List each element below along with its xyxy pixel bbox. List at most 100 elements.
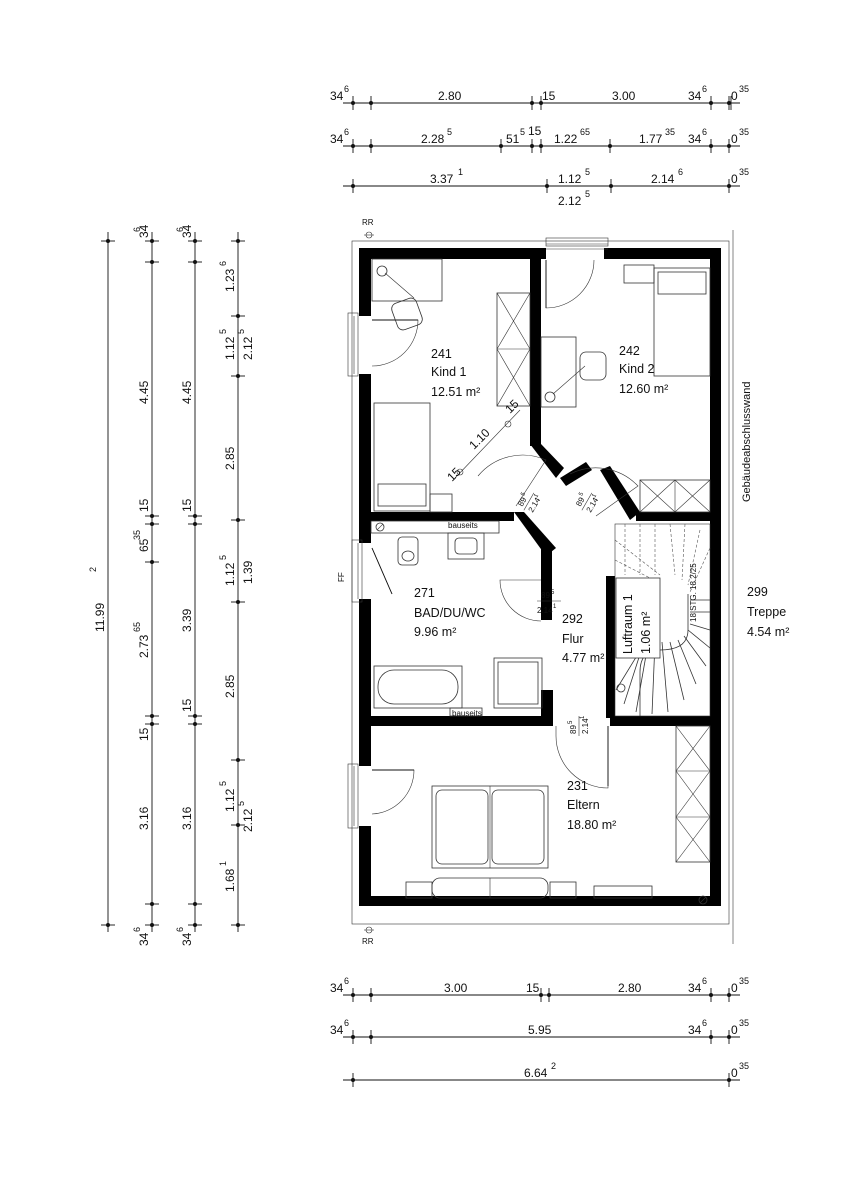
room-flur-name: Flur <box>562 632 584 646</box>
dim-bot1-d: 2.80 <box>618 981 642 995</box>
dim-bot1-a-sup: 6 <box>344 976 349 986</box>
bauseits-top: bauseits <box>448 521 478 530</box>
dim-top1-e-sup: 6 <box>702 84 707 94</box>
door-bad-height-sup: 1 <box>553 604 557 610</box>
door-bad-width-sup: 5 <box>551 590 555 596</box>
dim-left4-i: 2.12 <box>241 808 255 832</box>
dim-top2-b: 2.28 <box>421 132 445 146</box>
misc-labels: bauseits bauseits RR RR FF Gebäudeabschl… <box>337 218 753 946</box>
dim-bot3-a-sup: 2 <box>551 1061 556 1071</box>
dim-top1-b: 2.80 <box>438 89 462 103</box>
room-labels: 241 Kind 1 12.51 m² 242 Kind 2 12.60 m² … <box>414 344 789 832</box>
dim-left2-g: 3.16 <box>137 806 151 830</box>
dim-top2-a: 34 <box>330 132 344 146</box>
dim-left2-a: 34 <box>137 224 151 238</box>
dim-left2-h: 34 <box>137 932 151 946</box>
door-kind2-width-sup: 5 <box>578 491 585 497</box>
dim-top1-d: 3.00 <box>612 89 636 103</box>
furniture: 15 1.10 15 <box>370 258 711 905</box>
dim-bot1-f-sup: 35 <box>739 976 749 986</box>
door-bad-width: 89 <box>541 591 550 600</box>
door-eltern-width-sup: 5 <box>568 720 574 724</box>
dim-bot1-e: 34 <box>688 981 702 995</box>
dim-left4-c: 2.12 <box>241 336 255 360</box>
dim-top3-e: 2.12 <box>558 194 582 208</box>
dim-left2-a-sup: 6 <box>132 227 142 232</box>
room-eltern-number: 231 <box>567 779 588 793</box>
dim-left4-e-sup: 5 <box>218 555 228 560</box>
dim-bot1-c: 15 <box>526 981 540 995</box>
dim-top3-a-sup: 1 <box>458 167 463 177</box>
dim-left3-g-sup: 6 <box>175 927 185 932</box>
door-kind1-width: 89 <box>516 495 529 508</box>
dim-bot2-b: 5.95 <box>528 1023 552 1037</box>
door-eltern-width: 89 <box>569 725 578 734</box>
door-kind2-height: 2.14 <box>585 496 601 514</box>
room-kind1-name: Kind 1 <box>431 365 466 379</box>
dim-left4-i-sup: 5 <box>236 801 246 806</box>
dim-left4-e: 1.12 <box>223 562 237 586</box>
stairs: 18 STG. 18.2/25 Luftraum 1 1.06 m² <box>614 523 711 717</box>
dim-top1-a: 34 <box>330 89 344 103</box>
dim-left4-d: 2.85 <box>223 446 237 470</box>
room-treppe-area: 4.54 m² <box>747 625 789 639</box>
dim-left2-d: 65 <box>137 538 151 552</box>
room-kind2-name: Kind 2 <box>619 362 654 376</box>
dim-top2-d: 15 <box>528 124 542 138</box>
dim-top1-f-sup: 35 <box>739 84 749 94</box>
room-flur-number: 292 <box>562 612 583 626</box>
door-eltern-height: 2.14 <box>581 718 590 734</box>
dim-top2-e-sup: 65 <box>580 127 590 137</box>
rr-bottom: RR <box>362 937 374 946</box>
dim-left2-h-sup: 6 <box>132 927 142 932</box>
door-kind1-height: 2.14 <box>527 496 543 514</box>
dim-left3-f: 3.16 <box>180 806 194 830</box>
door-kind1-height-sup: 1 <box>533 493 540 499</box>
dim-left4-c-sup: 5 <box>236 329 246 334</box>
dim-top2-f: 1.77 <box>639 132 663 146</box>
diag-dim-110: 1.10 <box>466 425 493 452</box>
dim-top3-a: 3.37 <box>430 172 454 186</box>
dim-bot1-b: 3.00 <box>444 981 468 995</box>
building <box>347 237 730 925</box>
room-bad-number: 271 <box>414 586 435 600</box>
door-bad-height: 2.14 <box>537 606 553 615</box>
room-flur-area: 4.77 m² <box>562 651 604 665</box>
dim-top2-c-sup: 5 <box>520 127 525 137</box>
dim-top2-a-sup: 6 <box>344 127 349 137</box>
dim-bot2-c: 34 <box>688 1023 702 1037</box>
dim-top2-c: 51 <box>506 132 520 146</box>
dim-top3-c-sup: 6 <box>678 167 683 177</box>
dim-bot2-a: 34 <box>330 1023 344 1037</box>
luftraum-area: 1.06 m² <box>639 612 653 654</box>
room-eltern-area: 18.80 m² <box>567 818 616 832</box>
dim-top3-e-sup: 5 <box>585 189 590 199</box>
dim-bot1-f: 0 <box>731 981 738 995</box>
gebaeude-label: Gebäudeabschlusswand <box>741 382 753 502</box>
dim-left3-g: 34 <box>180 932 194 946</box>
dim-bot3-a: 6.64 <box>524 1066 548 1080</box>
room-treppe-number: 299 <box>747 585 768 599</box>
diag-dim-15a: 15 <box>444 465 464 485</box>
dim-top2-h: 0 <box>731 132 738 146</box>
bottom-dimension-chains: 34 6 3.00 15 2.80 34 6 0 35 34 6 5.95 34… <box>330 976 749 1087</box>
dim-bot2-d-sup: 35 <box>739 1018 749 1028</box>
dim-left4-j: 1.68 <box>223 868 237 892</box>
dim-bot2-c-sup: 6 <box>702 1018 707 1028</box>
luftraum-name: Luftraum 1 <box>621 594 635 654</box>
dim-left2-f: 15 <box>137 727 151 741</box>
dim-top2-g-sup: 6 <box>702 127 707 137</box>
room-bad-area: 9.96 m² <box>414 625 456 639</box>
dim-left3-e: 15 <box>180 698 194 712</box>
ff-label: FF <box>337 572 346 582</box>
diag-dim-15b: 15 <box>502 397 522 417</box>
left-dimension-chains: 11.99 2 34 6 4.45 15 65 35 2.73 65 15 3.… <box>88 224 255 946</box>
dim-left4-h-sup: 5 <box>218 781 228 786</box>
room-kind1-number: 241 <box>431 347 452 361</box>
stairs-label: 18 STG. 18.2/25 <box>689 563 698 622</box>
dim-left3-b: 4.45 <box>180 380 194 404</box>
dim-top1-f: 0 <box>731 89 738 103</box>
room-bad-name: BAD/DU/WC <box>414 606 486 620</box>
rr-top: RR <box>362 218 374 227</box>
dim-top3-d-sup: 35 <box>739 167 749 177</box>
